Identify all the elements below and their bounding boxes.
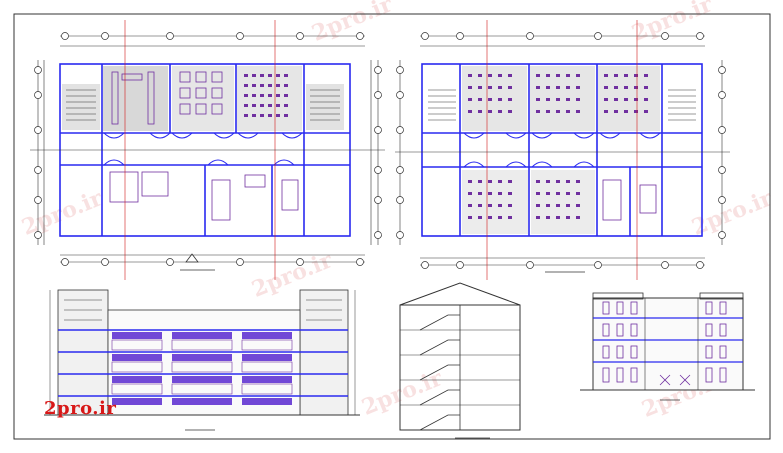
front-elevation <box>44 289 360 431</box>
sheet-border <box>13 13 771 440</box>
floor-plan-right <box>395 20 730 280</box>
floor-plan-left <box>30 20 385 280</box>
classroom-seating <box>468 74 648 219</box>
brand-logo: 2pro.ir <box>44 398 117 419</box>
side-elevation <box>580 292 755 401</box>
stair-section <box>399 282 521 439</box>
